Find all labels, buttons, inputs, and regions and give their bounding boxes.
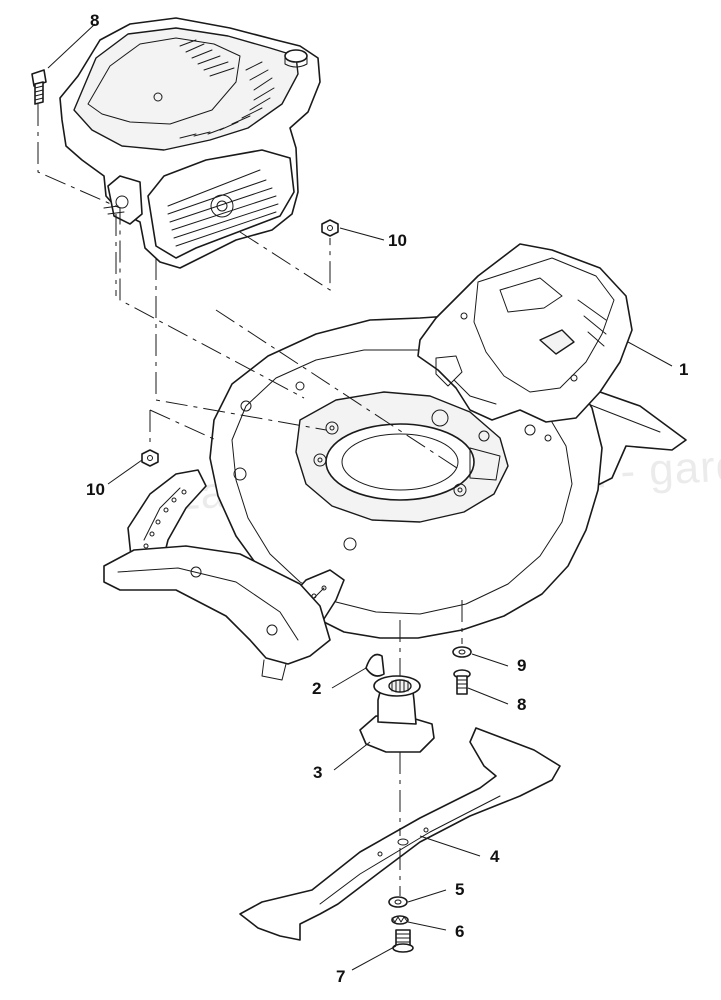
bolt-icon [453,669,471,695]
nut-icon [141,449,159,467]
callout-1: 1 [679,360,688,379]
assembly-lines [37,104,463,896]
engine-icon [59,17,321,269]
callout-8-bottom: 8 [517,695,526,714]
callout-6: 6 [455,922,464,941]
key-icon [365,653,385,677]
washer-icon [388,896,408,908]
callout-2: 2 [312,679,321,698]
nut-icon [321,219,339,237]
callout-4: 4 [490,847,500,866]
callout-9: 9 [517,656,526,675]
leader-lines [47,23,673,971]
callout-7: 7 [336,967,345,986]
bolt-icon [31,69,47,105]
washer-icon [452,646,472,658]
chute-cover-icon [417,243,633,423]
callout-3: 3 [313,763,322,782]
blade-adapter-icon [359,675,435,753]
callout-5: 5 [455,880,464,899]
lock-washer-icon [391,915,409,925]
callout-10-left: 10 [86,480,105,499]
callout-8-top: 8 [90,11,99,30]
blade-bolt-icon [392,929,414,953]
callout-10-top: 10 [388,231,407,250]
